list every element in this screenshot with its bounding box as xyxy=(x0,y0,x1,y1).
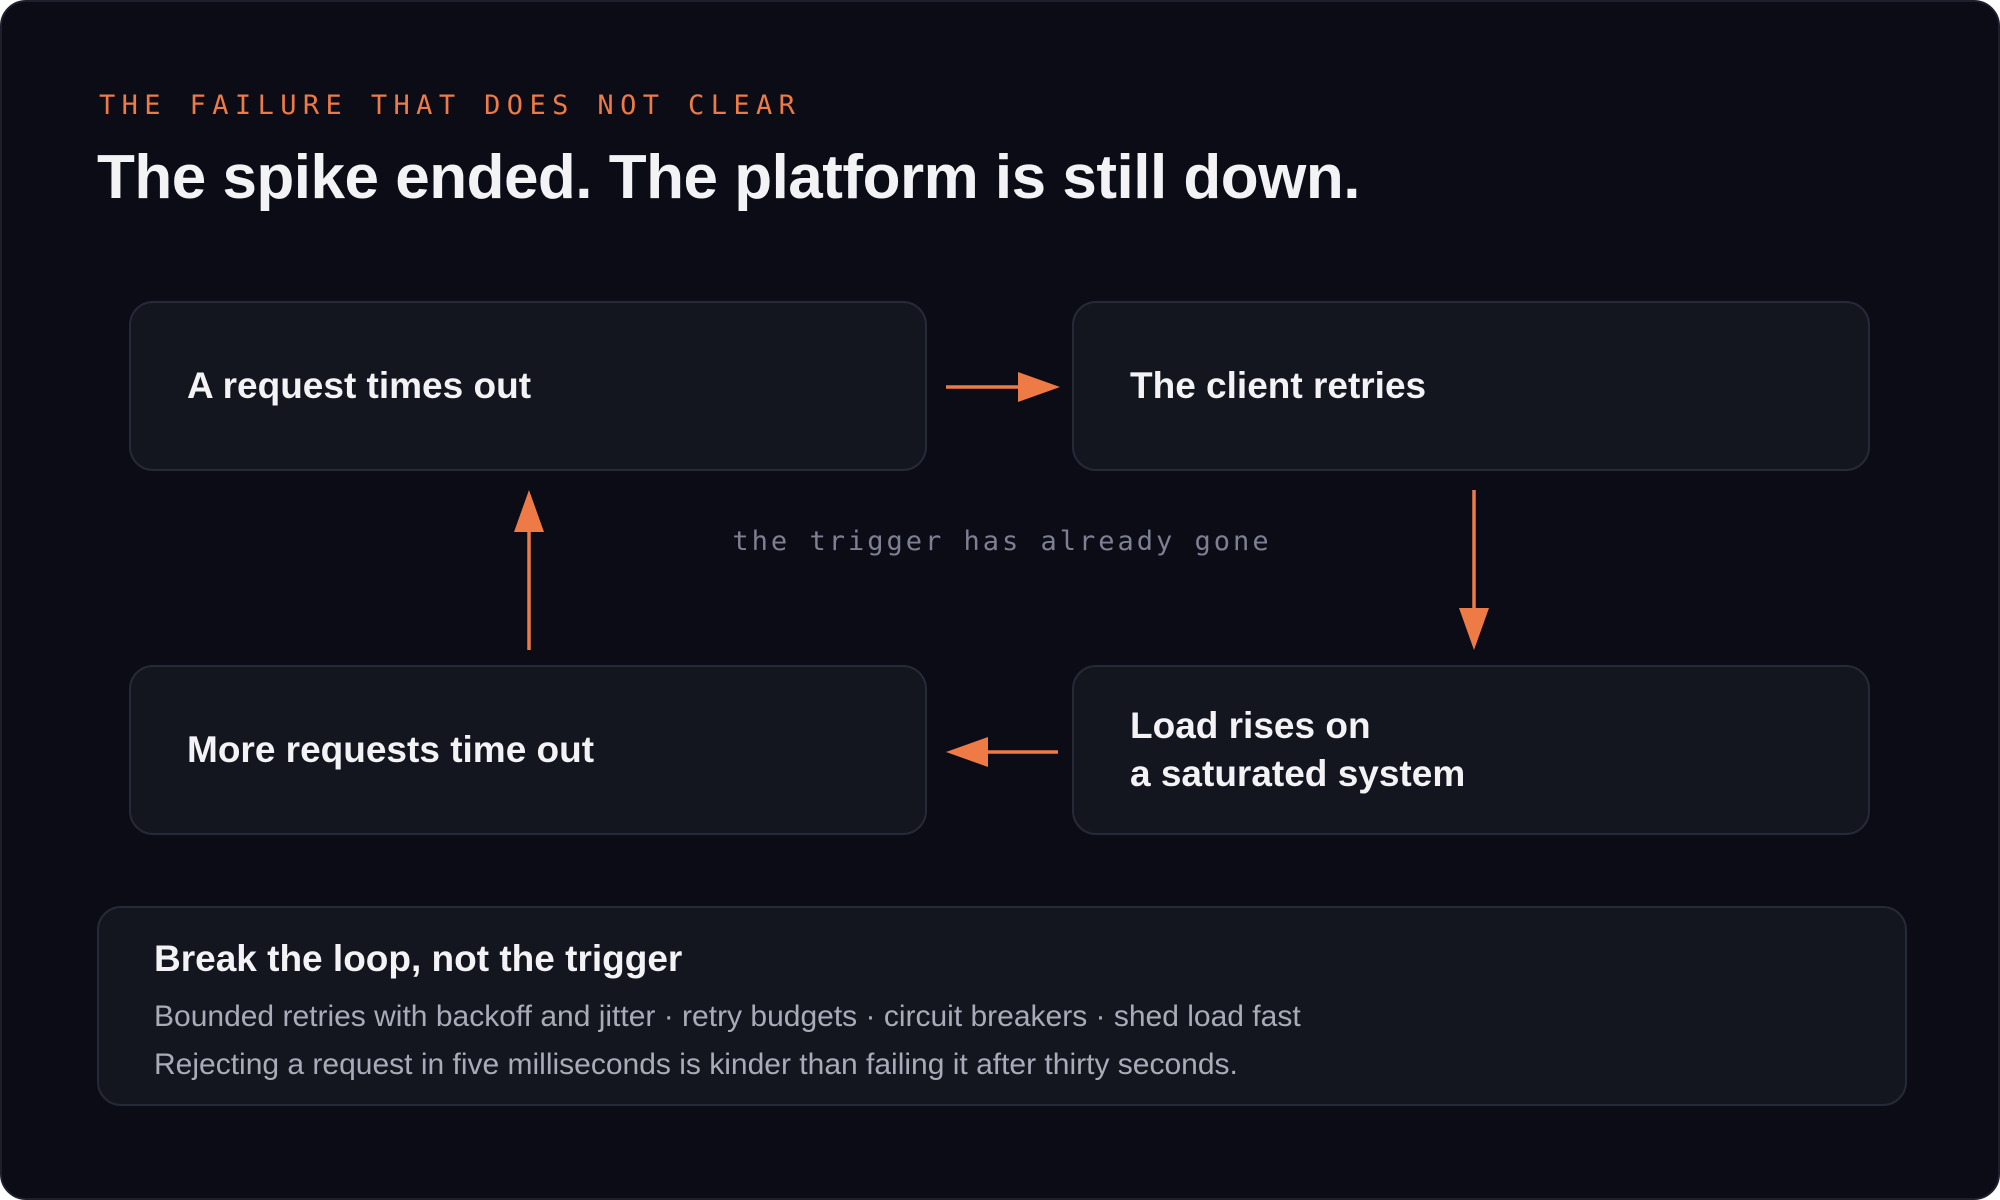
node-label: A request times out xyxy=(187,365,532,406)
node-label: More requests time out xyxy=(187,729,595,770)
callout-title: Break the loop, not the trigger xyxy=(154,938,683,979)
node-request-times-out: A request times out xyxy=(129,301,927,471)
center-note: the trigger has already gone xyxy=(732,526,1272,557)
arrow-a-to-b xyxy=(946,372,1060,402)
node-load-rises: Load rises on a saturated system xyxy=(1072,665,1870,835)
callout-box: Break the loop, not the trigger Bounded … xyxy=(97,906,1907,1106)
arrow-c-to-d xyxy=(946,737,1058,767)
callout-line-principle: Rejecting a request in five milliseconds… xyxy=(154,1048,1238,1081)
node-more-requests-time-out: More requests time out xyxy=(129,665,927,835)
eyebrow-label: THE FAILURE THAT DOES NOT CLEAR xyxy=(99,90,802,121)
headline: The spike ended. The platform is still d… xyxy=(97,143,1360,212)
arrow-d-to-a xyxy=(514,490,544,650)
node-label: Load rises on a saturated system xyxy=(1130,705,1466,794)
node-client-retries: The client retries xyxy=(1072,301,1870,471)
arrow-b-to-c xyxy=(1459,490,1489,650)
node-label: The client retries xyxy=(1130,365,1427,406)
callout-line-techniques: Bounded retries with backoff and jitter … xyxy=(154,1000,1301,1033)
